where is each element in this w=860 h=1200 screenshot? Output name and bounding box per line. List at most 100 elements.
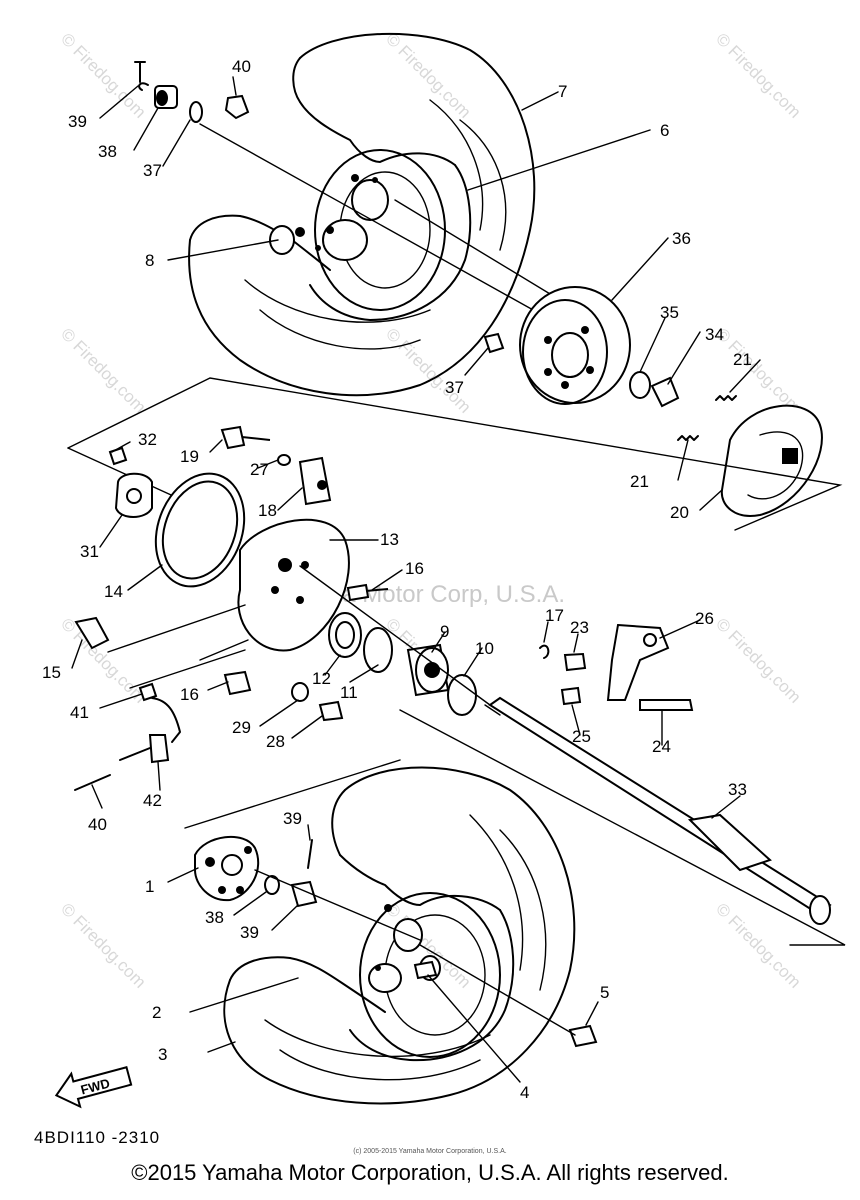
watermark: © Firedog.com xyxy=(57,899,149,991)
watermark: © Firedog.com xyxy=(712,29,804,121)
callout: 9 xyxy=(440,622,449,641)
watermark: © Firedog.com xyxy=(57,614,149,706)
callout: 41 xyxy=(70,703,89,722)
callout: 38 xyxy=(98,142,117,161)
callout: 6 xyxy=(660,121,669,140)
callout: 10 xyxy=(475,639,494,658)
watermark: © Firedog.com xyxy=(382,29,474,121)
callout: 8 xyxy=(145,251,154,270)
watermark: © Firedog.com xyxy=(712,614,804,706)
callout: 40 xyxy=(88,815,107,834)
fitting-17 xyxy=(298,456,332,506)
assembly-outline xyxy=(399,709,846,946)
clip-18 xyxy=(539,644,550,659)
callout: 39 xyxy=(240,923,259,942)
hub-1 xyxy=(194,835,260,902)
seal-10 xyxy=(447,674,477,716)
callout: 17 xyxy=(545,606,564,625)
callout: 20 xyxy=(670,503,689,522)
watermark: © Firedog.com xyxy=(57,324,149,416)
callout: 24 xyxy=(652,737,671,756)
top-wheel xyxy=(188,32,536,397)
callout: 3 xyxy=(158,1045,167,1064)
callout: 16 xyxy=(405,559,424,578)
assembly-outline xyxy=(67,377,843,531)
stud-4 xyxy=(413,960,438,980)
callout: 27 xyxy=(250,460,269,479)
brake-drum xyxy=(519,286,631,405)
callout-numbers: 7 6 8 40 39 38 37 36 35 34 21 21 20 37 3… xyxy=(42,57,752,1102)
callout: 36 xyxy=(672,229,691,248)
bearing-12 xyxy=(328,612,362,658)
watermark: © Firedog.com xyxy=(57,29,149,121)
callout: 7 xyxy=(558,82,567,101)
callout: 28 xyxy=(266,732,285,751)
nut-24 xyxy=(560,686,582,706)
callout: 11 xyxy=(340,683,358,702)
callout: 31 xyxy=(80,542,99,561)
hub-9 xyxy=(406,643,450,697)
callout: 39 xyxy=(283,809,302,828)
axle-31 xyxy=(484,696,832,925)
seal-11 xyxy=(363,627,393,673)
nut-35 xyxy=(483,332,505,354)
callout: 14 xyxy=(104,582,123,601)
bolt-16 xyxy=(346,583,389,602)
assembly-outline xyxy=(129,649,246,689)
callout: 40 xyxy=(232,57,251,76)
watermark: © Firedog.com xyxy=(382,324,474,416)
part-15 xyxy=(74,616,110,650)
callout: 19 xyxy=(180,447,199,466)
nut-5 xyxy=(568,1024,598,1048)
bottom-wheel xyxy=(223,766,576,1105)
lever-25 xyxy=(606,623,670,701)
plate-22 xyxy=(563,652,587,672)
small-copyright: (c) 2005-2015 Yamaha Motor Corporation, … xyxy=(353,1148,507,1155)
callout: 18 xyxy=(258,501,277,520)
callout: 25 xyxy=(572,727,591,746)
watermark: © Firedog.com xyxy=(712,324,804,416)
spring-21 xyxy=(677,435,699,441)
callout: 13 xyxy=(380,530,399,549)
callout: 16 xyxy=(180,685,199,704)
collar-32 xyxy=(650,376,680,408)
axle-line xyxy=(199,123,561,326)
assembly-outline xyxy=(184,759,401,829)
callout: 42 xyxy=(143,791,162,810)
spring-21 xyxy=(715,395,737,401)
bolt-23 xyxy=(639,699,694,711)
axle-line xyxy=(394,199,561,301)
callout: 34 xyxy=(705,325,724,344)
callout: 21 xyxy=(733,350,752,369)
callout: 32 xyxy=(138,430,157,449)
plate-29 xyxy=(108,446,153,518)
washer-26 xyxy=(277,454,291,466)
bolt-19 xyxy=(220,425,271,450)
lower-hardware xyxy=(74,682,181,791)
callout: 4 xyxy=(520,1083,529,1102)
callout: 33 xyxy=(728,780,747,799)
callout: 26 xyxy=(695,609,714,628)
callout: 37 xyxy=(143,161,162,180)
seal-14 xyxy=(154,472,246,588)
brake-panel xyxy=(237,518,350,652)
bolt-16 xyxy=(223,670,252,696)
washer-37 xyxy=(264,875,280,895)
callout: 2 xyxy=(152,1003,161,1022)
callout: 37 xyxy=(445,378,464,397)
callout: 15 xyxy=(42,663,61,682)
diagram-code: 4BDI110 -2310 xyxy=(34,1128,161,1147)
callout: 21 xyxy=(630,472,649,491)
callout: 1 xyxy=(145,877,154,896)
brake-shoe xyxy=(720,404,823,517)
o-ring-33 xyxy=(629,371,651,399)
callout: 23 xyxy=(570,618,589,637)
callout: 38 xyxy=(205,908,224,927)
bolt-27 xyxy=(318,700,344,722)
collar-28 xyxy=(291,682,309,702)
copyright-notice: ©2015 Yamaha Motor Corporation, U.S.A. A… xyxy=(131,1160,729,1185)
callout: 39 xyxy=(68,112,87,131)
assembly-outline xyxy=(199,639,249,661)
callout: 29 xyxy=(232,718,251,737)
